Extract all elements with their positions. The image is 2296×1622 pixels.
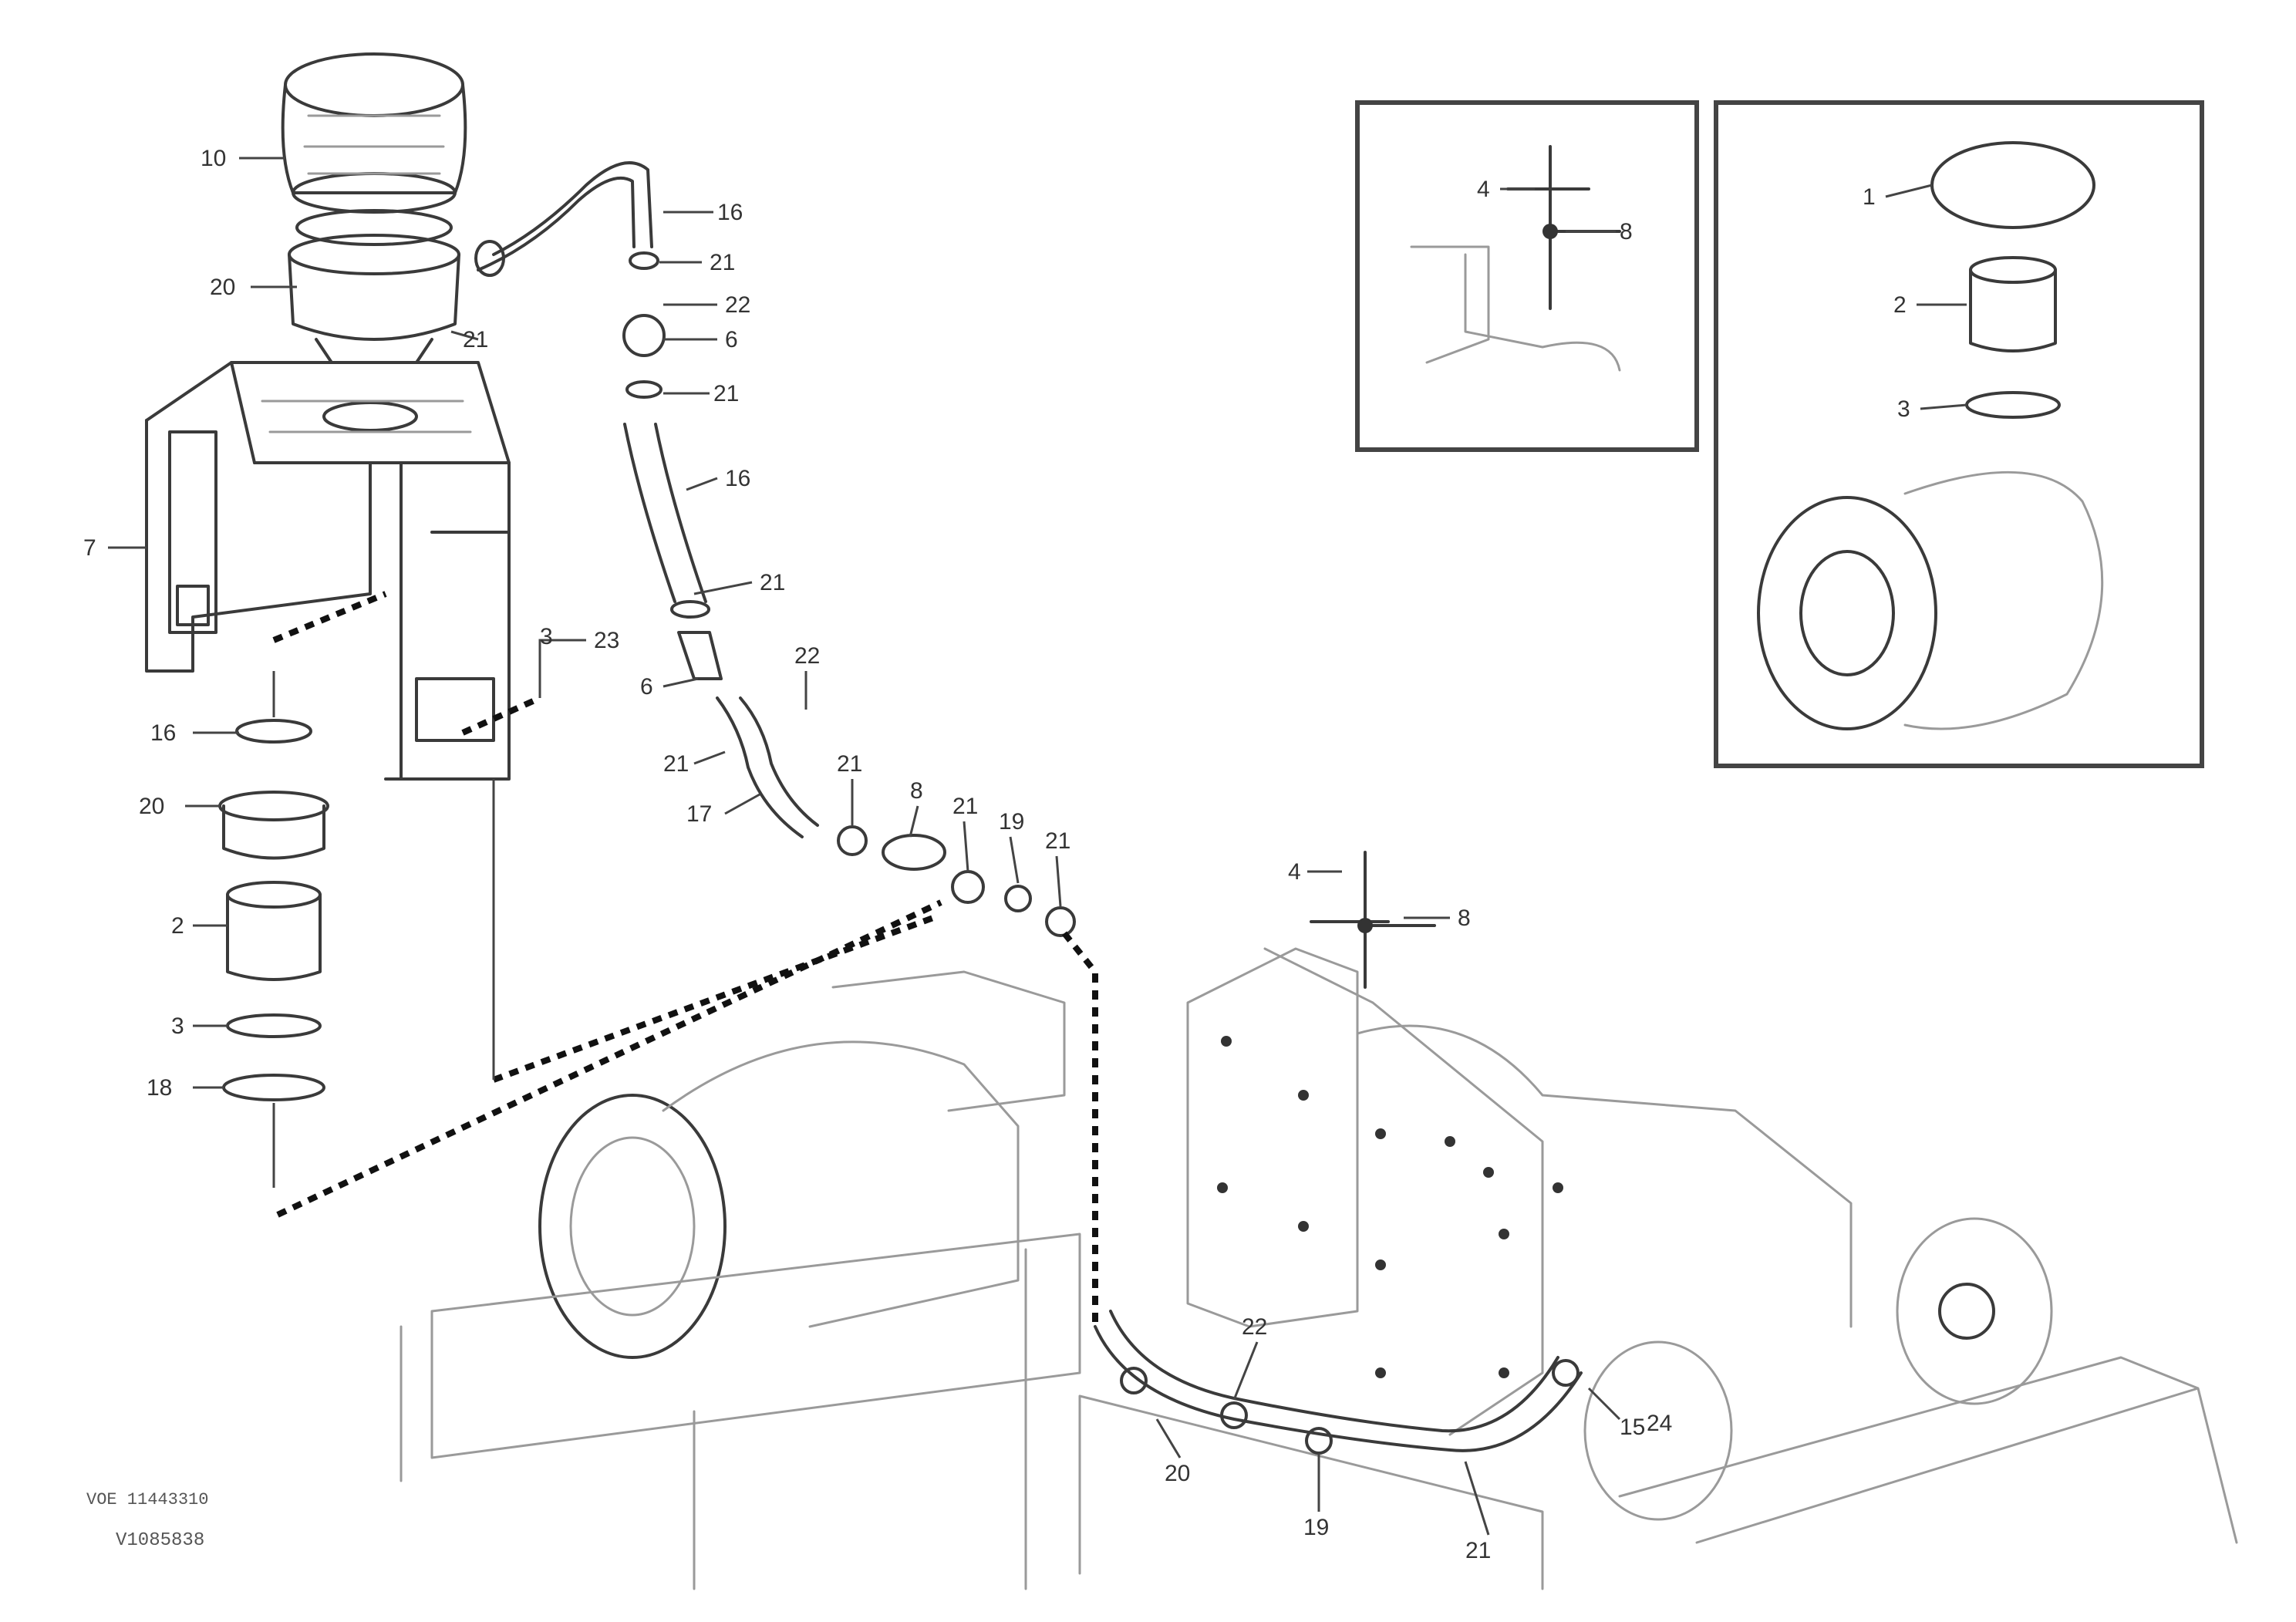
filter-element-stack bbox=[218, 671, 329, 1188]
callout-22-fitting-b: 22 bbox=[794, 643, 820, 669]
drain-hose bbox=[1094, 1310, 1583, 1455]
callout-1-inset: 1 bbox=[1863, 184, 1876, 210]
callout-18-oring: 18 bbox=[147, 1075, 172, 1101]
callout-10-cap: 10 bbox=[201, 146, 226, 171]
callout-leaders bbox=[108, 157, 1967, 1536]
callout-6-valve: 6 bbox=[725, 327, 738, 352]
callout-21-clamp-d: 21 bbox=[663, 751, 689, 777]
engine-assembly bbox=[400, 947, 2238, 1590]
callout-6-valve-b: 6 bbox=[640, 674, 653, 700]
callout-20-seal-lower: 20 bbox=[139, 794, 164, 819]
mounting-frame bbox=[145, 361, 511, 781]
inset-detail-left bbox=[1355, 100, 1699, 452]
callout-labels: 10 20 21 7 3 23 16 20 2 3 18 16 21 22 6 … bbox=[83, 146, 1910, 1563]
callout-19-drain-b: 19 bbox=[1303, 1515, 1329, 1540]
callout-2-filter: 2 bbox=[171, 913, 184, 939]
housing-bolts bbox=[1217, 851, 1563, 1378]
callout-21-clamp-c: 21 bbox=[760, 570, 785, 595]
callout-3-ring: 3 bbox=[171, 1013, 184, 1039]
callout-2-inset: 2 bbox=[1893, 292, 1907, 318]
callout-21-clamp-f: 21 bbox=[952, 794, 978, 819]
filter-housing bbox=[288, 209, 460, 364]
callout-15-hose: 15 bbox=[1620, 1415, 1645, 1440]
callout-21-clamp-a: 21 bbox=[710, 250, 735, 275]
callout-20-seal: 20 bbox=[210, 275, 235, 300]
inset-detail-right bbox=[1714, 100, 2204, 768]
callout-8-stud: 8 bbox=[1458, 905, 1471, 931]
callout-20-drain: 20 bbox=[1165, 1461, 1190, 1486]
callout-22-drain: 22 bbox=[1242, 1314, 1267, 1340]
callout-22-fitting: 22 bbox=[725, 292, 750, 318]
callout-21-drain-c: 21 bbox=[1465, 1538, 1491, 1563]
callout-21-clamp: 21 bbox=[463, 327, 488, 352]
drawing-number: V1085838 bbox=[116, 1530, 205, 1551]
callout-4-inset: 4 bbox=[1477, 177, 1490, 202]
callout-21-clamp-g: 21 bbox=[1045, 828, 1070, 854]
callout-16-hose-mid: 16 bbox=[725, 466, 750, 491]
callout-19-union: 19 bbox=[999, 809, 1024, 835]
callout-17-hose: 17 bbox=[686, 801, 712, 827]
callout-23-bracket: 23 bbox=[594, 628, 619, 653]
callout-7-frame: 7 bbox=[83, 535, 96, 561]
air-filter-cap bbox=[281, 52, 467, 214]
callout-4-stud: 4 bbox=[1288, 859, 1301, 885]
callout-21-clamp-b: 21 bbox=[713, 381, 739, 406]
callout-16-ring: 16 bbox=[150, 720, 176, 746]
assembly-dashed-lines bbox=[272, 591, 1098, 1327]
callout-8-inset: 8 bbox=[1620, 219, 1633, 244]
callout-24-pulley: 24 bbox=[1647, 1411, 1672, 1436]
callout-16-hose-top: 16 bbox=[717, 200, 743, 225]
breather-hose bbox=[474, 161, 1076, 937]
callout-3-bolt: 3 bbox=[540, 624, 553, 649]
callout-3-inset: 3 bbox=[1897, 396, 1910, 422]
callout-8-connector: 8 bbox=[910, 778, 923, 804]
callout-21-clamp-e: 21 bbox=[837, 751, 862, 777]
reference-code-line1: VOE 11443310 bbox=[86, 1490, 209, 1509]
